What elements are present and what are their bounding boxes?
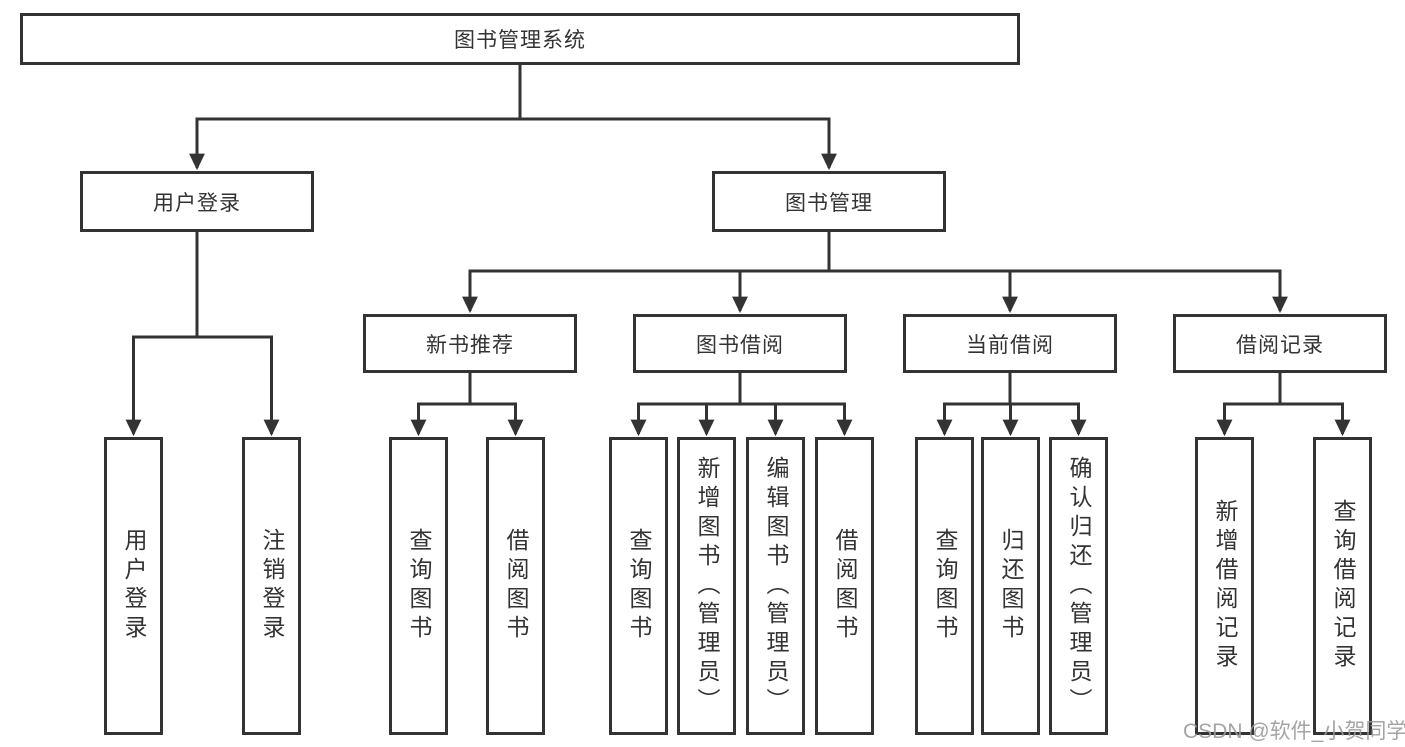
node-book-management-label: 图书管理 <box>785 191 873 215</box>
leaf-query-books-borrowing: 查询图书 <box>609 437 668 735</box>
node-current-borrowing-label: 当前借阅 <box>966 333 1054 357</box>
leaf-borrow-books-recommend: 借阅图书 <box>486 437 545 735</box>
leaf-borrow-books-recommend-label: 借阅图书 <box>503 528 529 644</box>
leaf-query-books-current-label: 查询图书 <box>932 528 958 644</box>
node-user-login-label: 用户登录 <box>153 191 241 215</box>
node-book-borrowing-label: 图书借阅 <box>696 333 784 357</box>
leaf-query-books-borrowing-label: 查询图书 <box>626 528 652 644</box>
node-book-management: 图书管理 <box>712 171 946 232</box>
leaf-borrow-books-borrowing: 借阅图书 <box>815 437 874 735</box>
leaf-query-books-current: 查询图书 <box>915 437 974 735</box>
leaf-return-books-label: 归还图书 <box>998 528 1024 644</box>
node-new-book-recommendation-label: 新书推荐 <box>426 333 514 357</box>
leaf-logout-login: 注销登录 <box>242 437 301 735</box>
leaf-borrow-books-borrowing-label: 借阅图书 <box>832 528 858 644</box>
leaf-add-book-admin-label: 新增图书（管理员） <box>694 455 720 717</box>
leaf-query-books-recommend: 查询图书 <box>389 437 448 735</box>
leaf-add-borrow-record-label: 新增借阅记录 <box>1212 499 1238 673</box>
leaf-query-books-recommend-label: 查询图书 <box>406 528 432 644</box>
leaf-add-book-admin: 新增图书（管理员） <box>677 437 736 735</box>
node-library-management-system-label: 图书管理系统 <box>454 29 586 52</box>
leaf-return-books: 归还图书 <box>981 437 1040 735</box>
leaf-user-login: 用户登录 <box>104 437 163 735</box>
leaf-user-login-label: 用户登录 <box>121 528 147 644</box>
node-library-management-system: 图书管理系统 <box>20 13 1020 65</box>
csdn-watermark: CSDN @软件_小贺同学 <box>1183 720 1405 743</box>
leaf-confirm-return-admin: 确认归还（管理员） <box>1049 437 1108 735</box>
leaf-edit-book-admin: 编辑图书（管理员） <box>746 437 805 735</box>
leaf-edit-book-admin-label: 编辑图书（管理员） <box>763 455 789 717</box>
leaf-add-borrow-record: 新增借阅记录 <box>1195 437 1254 735</box>
node-book-borrowing: 图书借阅 <box>633 314 847 373</box>
node-new-book-recommendation: 新书推荐 <box>363 314 577 373</box>
node-borrowing-records-label: 借阅记录 <box>1236 333 1324 357</box>
leaf-confirm-return-admin-label: 确认归还（管理员） <box>1066 455 1092 717</box>
leaf-query-borrow-record: 查询借阅记录 <box>1313 437 1372 735</box>
leaf-query-borrow-record-label: 查询借阅记录 <box>1330 499 1356 673</box>
node-current-borrowing: 当前借阅 <box>903 314 1117 373</box>
node-borrowing-records: 借阅记录 <box>1173 314 1387 373</box>
node-user-login: 用户登录 <box>80 171 314 232</box>
leaf-logout-login-label: 注销登录 <box>259 528 285 644</box>
